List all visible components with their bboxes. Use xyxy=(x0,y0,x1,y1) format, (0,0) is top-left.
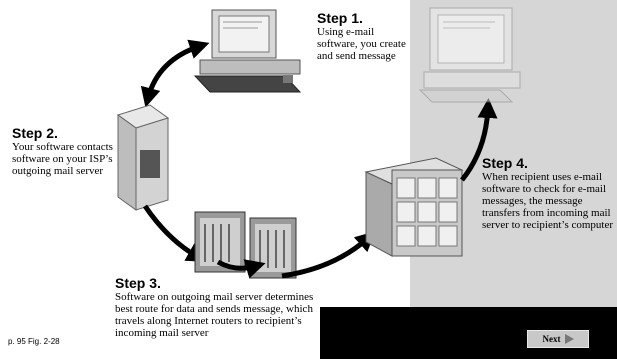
step2-text: Your software contacts software on your … xyxy=(12,141,113,177)
play-triangle-icon xyxy=(564,334,574,344)
step4-block: Step 4. When recipient uses e-mail softw… xyxy=(482,155,614,231)
step1-block: Step 1. Using e-mail software, you creat… xyxy=(317,10,412,62)
outgoing-mail-server-icon xyxy=(116,104,170,211)
sender-computer-icon xyxy=(193,9,302,93)
step3-title: Step 3. xyxy=(115,275,161,291)
next-button-label: Next xyxy=(542,334,561,344)
arrow-step1-to-step2 xyxy=(140,39,210,108)
figure-caption: p. 95 Fig. 2-28 xyxy=(8,337,60,346)
step3-text: Software on outgoing mail server determi… xyxy=(115,291,314,339)
arrow-step2-to-step3 xyxy=(142,204,207,262)
incoming-mail-server-icon xyxy=(364,157,464,257)
arrow-router-to-router xyxy=(216,259,266,279)
step1-title: Step 1. xyxy=(317,10,363,26)
step2-block: Step 2. Your software contacts software … xyxy=(12,125,117,177)
step3-block: Step 3. Software on outgoing mail server… xyxy=(115,275,330,339)
next-button[interactable]: Next xyxy=(527,330,589,348)
step4-title: Step 4. xyxy=(482,155,528,171)
step2-title: Step 2. xyxy=(12,125,58,141)
arrow-step4-to-recipient xyxy=(460,98,498,182)
step4-text: When recipient uses e-mail software to c… xyxy=(482,171,614,231)
recipient-computer-icon xyxy=(418,7,521,103)
step1-text: Using e-mail software, you create and se… xyxy=(317,26,406,62)
arrow-step3-to-step4 xyxy=(281,231,376,279)
